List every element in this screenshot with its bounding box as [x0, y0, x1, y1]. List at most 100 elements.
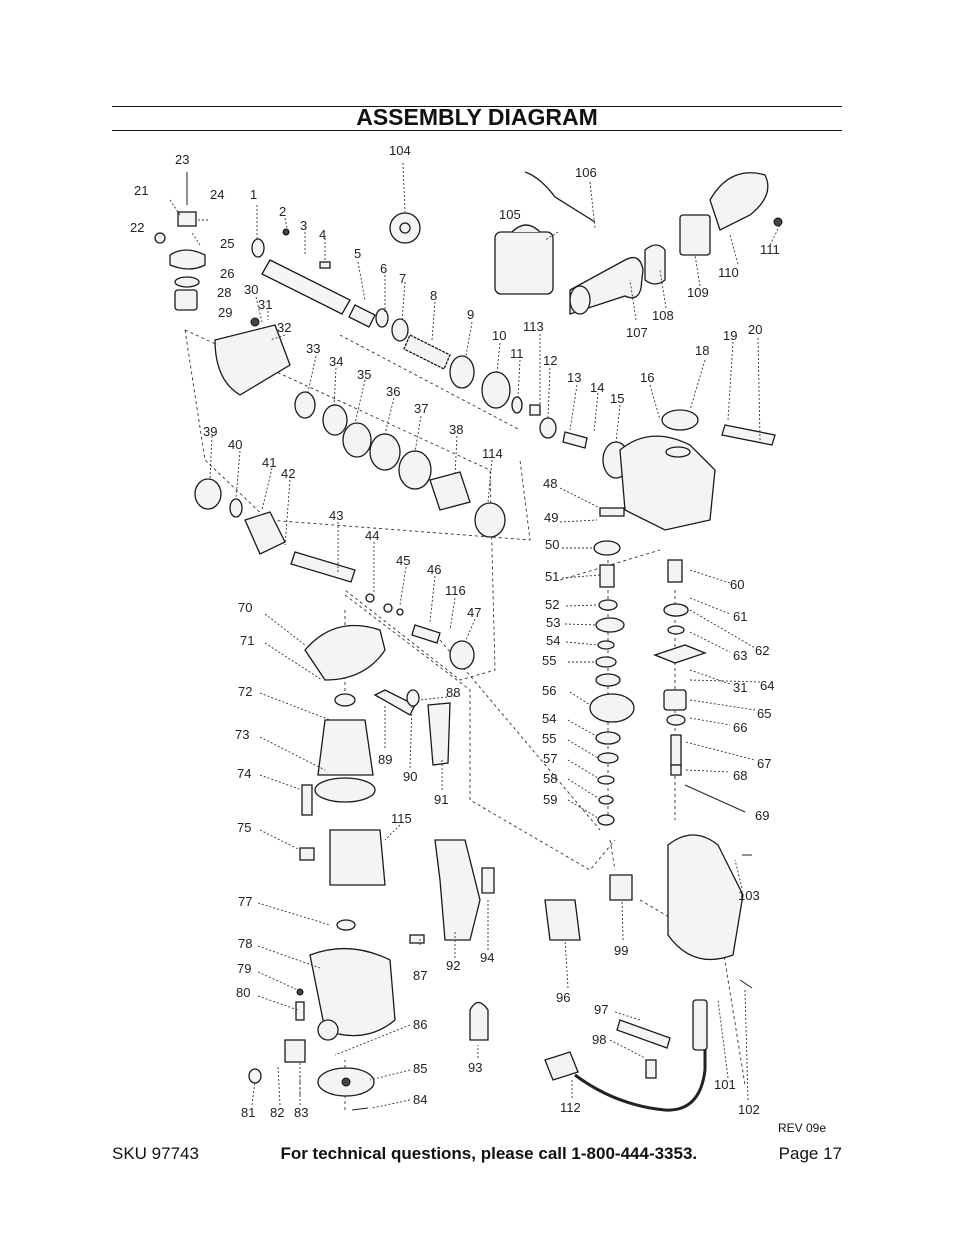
- title-rule-bottom: [112, 130, 842, 131]
- motor-housing: [248, 919, 396, 1111]
- part-label-31: 31: [258, 297, 272, 312]
- part-label-65: 65: [757, 706, 771, 721]
- part-label-99: 99: [614, 943, 628, 958]
- part-label-21: 21: [134, 183, 148, 198]
- part-label-96: 96: [556, 990, 570, 1005]
- part-label-82: 82: [270, 1105, 284, 1120]
- part-label-60: 60: [730, 577, 744, 592]
- part-label-13: 13: [567, 370, 581, 385]
- part-label-2: 2: [279, 204, 286, 219]
- title-rule-top: [112, 106, 842, 107]
- part-label-53: 53: [546, 615, 560, 630]
- part-label-50: 50: [545, 537, 559, 552]
- part-label-64: 64: [760, 678, 774, 693]
- part-label-109: 109: [687, 285, 709, 300]
- part-label-75: 75: [237, 820, 251, 835]
- part-label-93: 93: [468, 1060, 482, 1075]
- part-label-10: 10: [492, 328, 506, 343]
- part-label-54: 54: [546, 633, 560, 648]
- part-label-11: 11: [510, 346, 524, 361]
- part-label-37: 37: [414, 401, 428, 416]
- part-label-115: 115: [391, 811, 412, 826]
- part-label-42: 42: [281, 466, 295, 481]
- leader-lines: [209, 162, 781, 1109]
- part-label-108: 108: [652, 308, 674, 323]
- part-label-77: 77: [238, 894, 252, 909]
- part-label-43: 43: [329, 508, 343, 523]
- part-label-19: 19: [723, 328, 737, 343]
- motor-assembly: [299, 624, 451, 886]
- part-label-5: 5: [354, 246, 361, 261]
- part-label-33: 33: [306, 341, 320, 356]
- part-label-39: 39: [203, 424, 217, 439]
- part-label-94: 94: [480, 950, 494, 965]
- part-label-88: 88: [446, 685, 460, 700]
- revision-code: REV 09e: [778, 1121, 827, 1135]
- part-label-80: 80: [236, 985, 250, 1000]
- part-label-61: 61: [733, 609, 747, 624]
- accessory-parts: [389, 171, 783, 315]
- part-label-15: 15: [610, 391, 624, 406]
- part-label-116: 116: [445, 583, 466, 598]
- part-label-103: 103: [738, 888, 760, 903]
- part-label-89: 89: [378, 752, 392, 767]
- part-label-22: 22: [130, 220, 144, 235]
- part-label-18: 18: [695, 343, 709, 358]
- part-label-51: 51: [545, 569, 559, 584]
- part-label-67: 67: [757, 756, 771, 771]
- part-label-84: 84: [413, 1092, 427, 1107]
- part-label-44: 44: [365, 528, 379, 543]
- part-label-86: 86: [413, 1017, 427, 1032]
- part-label-85: 85: [413, 1061, 427, 1076]
- part-label-78: 78: [238, 936, 252, 951]
- part-label-3: 3: [300, 218, 307, 233]
- part-label-59: 59: [543, 792, 557, 807]
- part-label-16: 16: [640, 370, 654, 385]
- part-label-4: 4: [319, 227, 326, 242]
- part-label-111: 111: [760, 242, 780, 257]
- part-label-6: 6: [380, 261, 387, 276]
- part-label-74: 74: [237, 766, 251, 781]
- part-label-69: 69: [755, 808, 769, 823]
- part-label-112: 112: [560, 1100, 581, 1115]
- part-label-71: 71: [240, 633, 254, 648]
- part-label-40: 40: [228, 437, 242, 452]
- part-label-45: 45: [396, 553, 410, 568]
- part-label-83: 83: [294, 1105, 308, 1120]
- handle-parts: [409, 834, 753, 1112]
- part-label-54: 54: [542, 711, 556, 726]
- part-label-30: 30: [244, 282, 258, 297]
- part-label-58: 58: [543, 771, 557, 786]
- sku-number: SKU 97743: [112, 1144, 199, 1163]
- part-label-70: 70: [238, 600, 252, 615]
- part-label-106: 106: [575, 165, 597, 180]
- part-label-105: 105: [499, 207, 521, 222]
- part-label-107: 107: [626, 325, 648, 340]
- part-label-101: 101: [714, 1077, 736, 1092]
- part-label-20: 20: [748, 322, 762, 337]
- part-label-55: 55: [542, 731, 556, 746]
- part-label-81: 81: [241, 1105, 255, 1120]
- part-label-49: 49: [544, 510, 558, 525]
- part-label-56: 56: [542, 683, 556, 698]
- cylinder-assembly: [214, 317, 506, 538]
- part-label-14: 14: [590, 380, 604, 395]
- page-number: Page 17: [778, 1144, 842, 1163]
- part-label-26: 26: [220, 266, 234, 281]
- part-label-102: 102: [738, 1102, 760, 1117]
- gear-stack: [589, 540, 635, 826]
- part-label-104: 104: [389, 143, 411, 158]
- part-label-62: 62: [755, 643, 769, 658]
- part-label-31: 31: [733, 680, 747, 695]
- part-label-48: 48: [543, 476, 557, 491]
- part-label-32: 32: [277, 320, 291, 335]
- part-label-41: 41: [262, 455, 276, 470]
- part-label-97: 97: [594, 1002, 608, 1017]
- part-label-87: 87: [413, 968, 427, 983]
- part-label-1: 1: [250, 187, 257, 202]
- part-label-7: 7: [399, 271, 406, 286]
- part-label-55: 55: [542, 653, 556, 668]
- part-label-73: 73: [235, 727, 249, 742]
